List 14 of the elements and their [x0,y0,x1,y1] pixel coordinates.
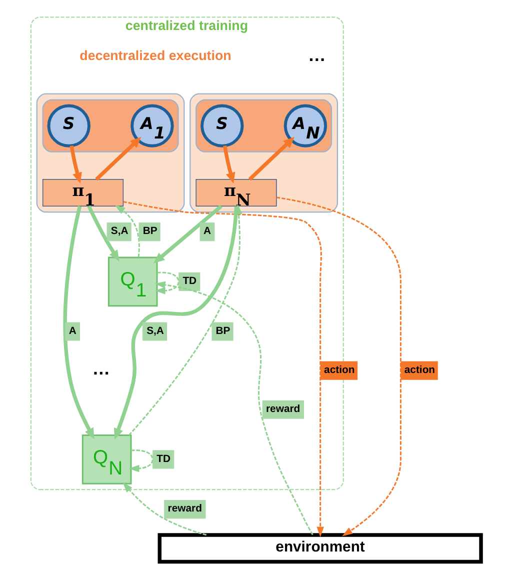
edge-label: S,A [146,326,164,337]
edge-label: BP [215,326,230,337]
edge-label: TD [182,276,196,288]
edge-label: TD [156,454,170,465]
edge-label: reward [167,504,202,515]
edge-label: BP [142,226,157,238]
edge-label: A [203,226,211,238]
edge-label: reward [266,404,300,416]
edge-label: action [404,364,435,376]
label: decentralized execution [79,48,231,63]
label: … [308,45,326,66]
edge-label: A [68,326,76,337]
edge-label: S,A [110,226,128,238]
label: … [92,358,110,378]
